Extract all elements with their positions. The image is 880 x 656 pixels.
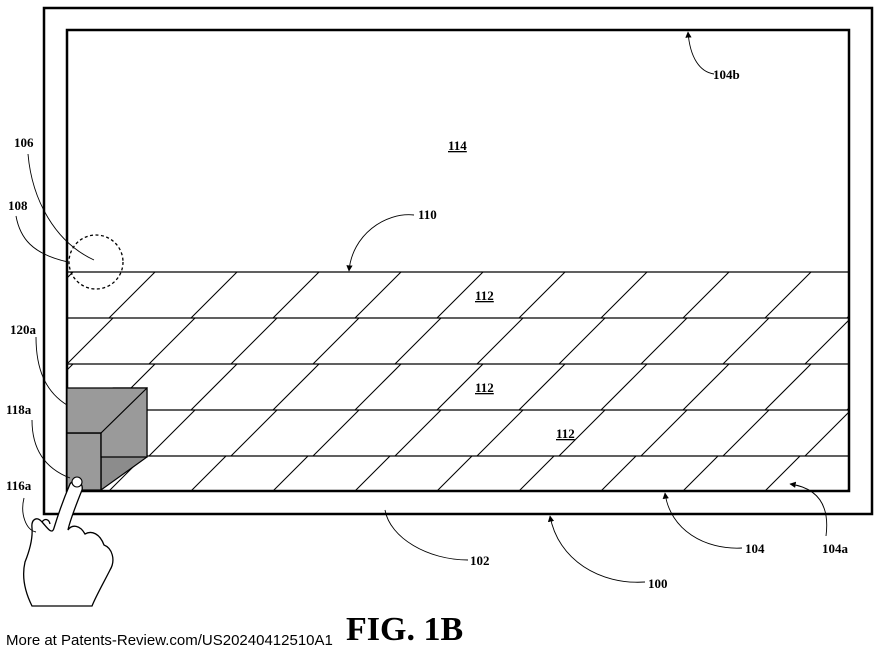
ref-110: 110 (418, 207, 437, 222)
tile-seam (682, 455, 719, 492)
tile-seam (436, 363, 484, 411)
tile-seam (804, 411, 850, 457)
ref-120a: 120a (10, 322, 37, 337)
tile-seam (476, 409, 524, 457)
tile-seam (272, 271, 320, 319)
ref-112-low: 112 (556, 426, 575, 441)
tile-seam (190, 271, 238, 319)
tile-seam (190, 363, 238, 411)
ref-116a: 116a (6, 478, 32, 493)
tile-seam (230, 409, 278, 457)
tile-seam (764, 271, 812, 319)
tile-seam (354, 363, 402, 411)
ref-100: 100 (648, 576, 668, 591)
tile-seam (436, 271, 484, 319)
tile-seam (312, 409, 360, 457)
ref-112-top: 112 (475, 288, 494, 303)
tile-seam (558, 317, 606, 365)
leader-120a (35, 336, 68, 406)
ref-106: 106 (14, 135, 34, 150)
tile-seam (722, 317, 770, 365)
tile-seam (148, 409, 196, 457)
tile-seam (66, 317, 114, 365)
virtual-block (66, 387, 148, 492)
tile-seam (394, 409, 442, 457)
dashed-circle-indicator (68, 234, 124, 290)
tile-seam (354, 455, 391, 492)
leader-110 (346, 214, 415, 272)
tile-seam (354, 271, 402, 319)
tile-seam (846, 315, 850, 319)
source-line: More at Patents-Review.com/US20240412510… (6, 632, 333, 649)
tile-seam (518, 455, 555, 492)
tile-seam (600, 455, 637, 492)
tile-seam (312, 317, 360, 365)
leader-100 (547, 515, 646, 583)
leader-104a (789, 481, 828, 537)
tile-seam (600, 271, 648, 319)
tile-seam (476, 317, 524, 365)
leader-108 (15, 215, 69, 263)
hand-icon (23, 476, 114, 607)
tile-seam (846, 488, 850, 492)
tile-seam (272, 455, 309, 492)
tile-seam (518, 363, 566, 411)
tile-seam (230, 317, 278, 365)
tile-seam (66, 363, 74, 371)
tile-seam (436, 455, 473, 492)
tile-seam (640, 409, 688, 457)
ref-102: 102 (470, 553, 490, 568)
tile-seam (272, 363, 320, 411)
display-inner-frame (65, 28, 851, 493)
tile-seam (394, 317, 442, 365)
tile-seam (682, 363, 730, 411)
figure-caption: FIG. 1B (346, 611, 463, 648)
tile-seam (558, 409, 606, 457)
leader-118a (31, 419, 71, 479)
tile-seam (682, 271, 730, 319)
tile-seam (764, 363, 812, 411)
touch-point-icon (71, 476, 83, 488)
tile-seam (148, 317, 196, 365)
leader-104 (662, 492, 743, 549)
tile-seam (804, 319, 850, 365)
tile-seam (518, 271, 566, 319)
leader-116a (22, 497, 37, 533)
tile-seam (722, 409, 770, 457)
ref-104b: 104b (713, 67, 740, 82)
leader-102 (384, 509, 469, 561)
ref-104a: 104a (822, 541, 849, 556)
ref-112-mid: 112 (475, 380, 494, 395)
tile-seam (108, 271, 156, 319)
leader-106 (27, 153, 95, 261)
tiled-surface (66, 271, 850, 492)
tile-seam (190, 455, 227, 492)
ref-108: 108 (8, 198, 28, 213)
tile-seam (764, 455, 801, 492)
tile-seam (846, 407, 850, 411)
device-outer-frame (42, 6, 874, 516)
leader-104b (685, 31, 715, 75)
ref-114: 114 (448, 138, 467, 153)
ref-104: 104 (745, 541, 765, 556)
tile-seam (600, 363, 648, 411)
ref-118a: 118a (6, 402, 32, 417)
tile-seam (640, 317, 688, 365)
